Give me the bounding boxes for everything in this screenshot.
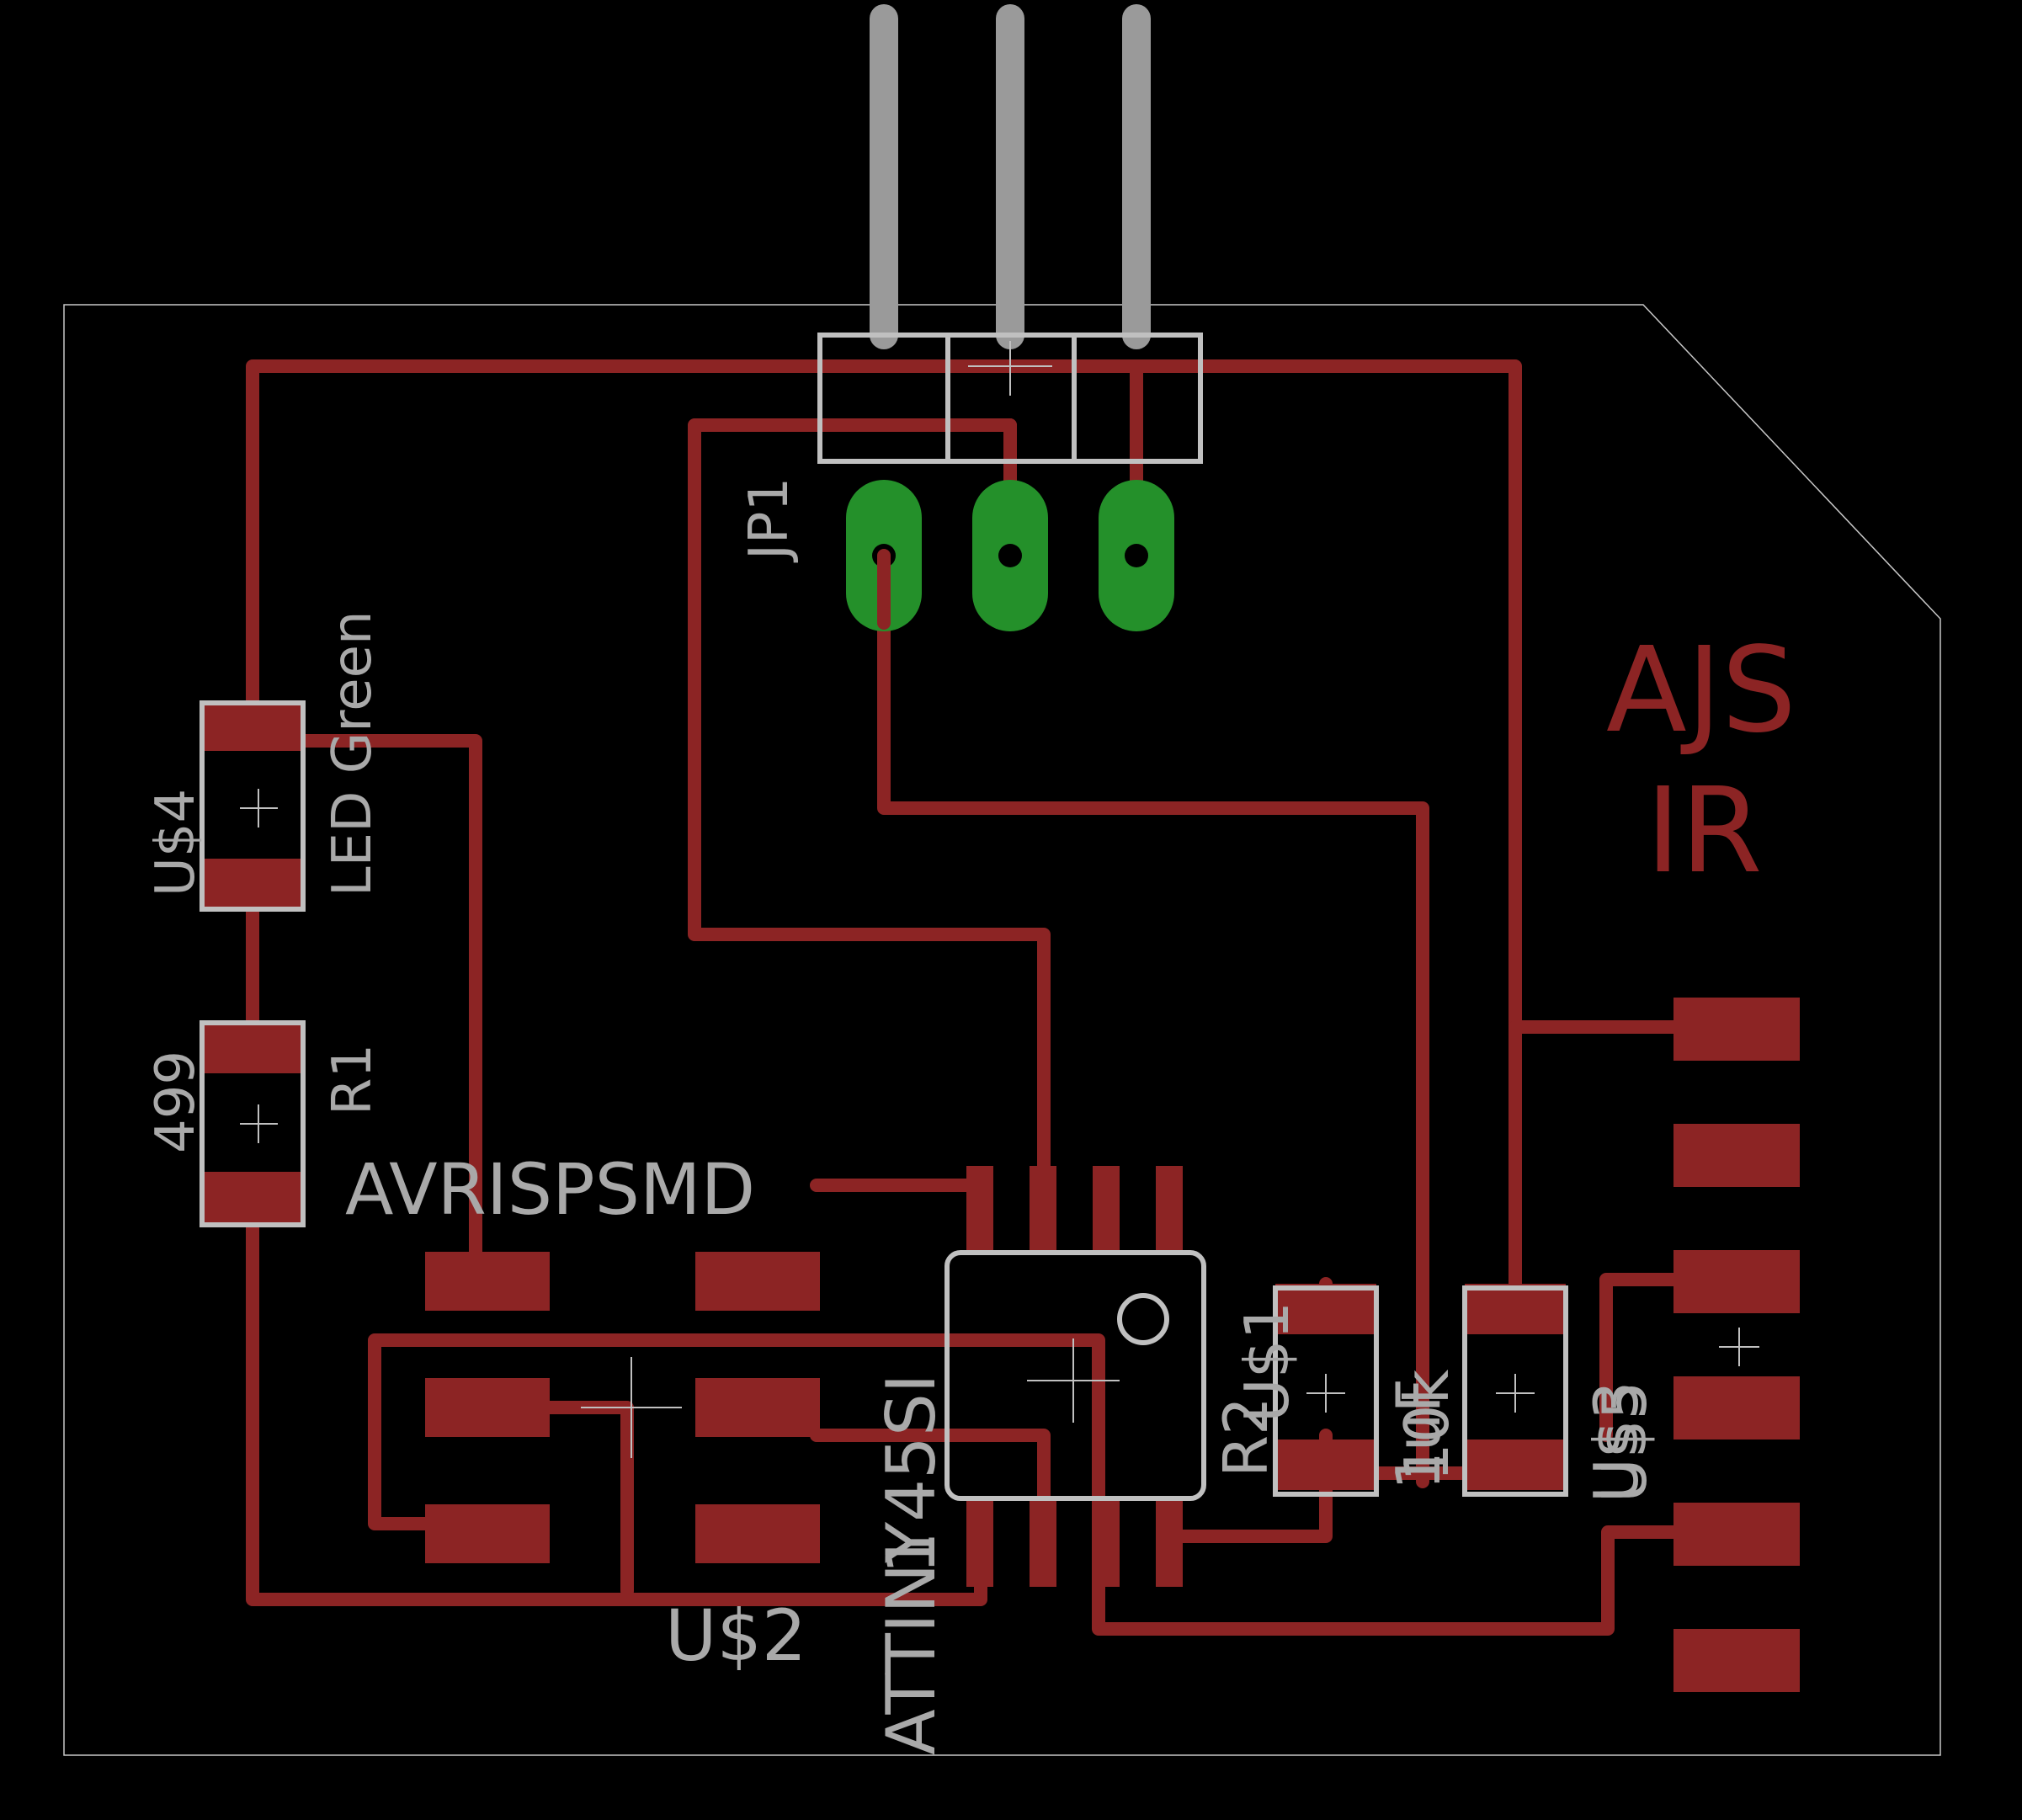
label-us4-ref: U$4 xyxy=(145,789,207,897)
label-us3-value: U$5 xyxy=(1589,1381,1660,1503)
r2-outline xyxy=(1273,1285,1379,1497)
trace-isp-mid xyxy=(540,1401,634,1598)
led-pad-1 xyxy=(202,700,303,751)
label-r2-ref: R2 xyxy=(1211,1397,1281,1477)
trace-header-left xyxy=(877,549,1429,1488)
conn-pad-4 xyxy=(1673,1376,1800,1440)
ic-pin-8 xyxy=(966,1166,993,1254)
trace-ic-inner xyxy=(810,1429,1051,1514)
jp1-body xyxy=(817,333,1203,464)
silkscreen xyxy=(200,333,1759,1501)
isp-pad-2 xyxy=(695,1252,820,1311)
ic-pin-1 xyxy=(966,1498,993,1587)
trace-avrisp-to-ic xyxy=(810,1168,987,1192)
attiny-pin1-marker xyxy=(1117,1293,1169,1345)
r2-pad-2 xyxy=(1275,1440,1376,1490)
label-cap-value: 1uF xyxy=(1383,1378,1454,1490)
label-us1-ref: U$1 xyxy=(1232,1301,1302,1423)
conn-pad-1 xyxy=(1673,998,1800,1061)
label-avrisp: AVRISPSMD xyxy=(345,1148,755,1231)
cap-outline xyxy=(1462,1285,1568,1497)
via-hole-2 xyxy=(998,544,1022,567)
label-us2: U$2 xyxy=(665,1594,806,1677)
trace-led-to-isp xyxy=(296,734,482,1286)
label-jp1: JP1 xyxy=(738,477,801,563)
conn-pad-3 xyxy=(1673,1250,1800,1313)
isp-pad-4 xyxy=(695,1378,820,1437)
isp-pad-1 xyxy=(425,1252,550,1311)
r1-pad-2 xyxy=(202,1172,303,1222)
led-pad-2 xyxy=(202,859,303,909)
label-r1-ref: R1 xyxy=(322,1044,384,1115)
isp-pad-6 xyxy=(695,1504,820,1563)
label-r2-value: 10k xyxy=(1391,1369,1462,1482)
trace-conn-lower xyxy=(1092,1500,1728,1636)
conn-pad-6 xyxy=(1673,1629,1800,1692)
via-hole-3 xyxy=(1125,544,1148,567)
cap-pad-2 xyxy=(1465,1440,1566,1490)
board-outline xyxy=(63,304,1941,1756)
ic-pin-7 xyxy=(1030,1166,1056,1254)
header-vias xyxy=(846,480,1174,631)
isp-pad-5 xyxy=(425,1504,550,1563)
silk-labels: JP1 U$4 LED Green 499 R1 AVRISPSMD U$2 1… xyxy=(145,477,1660,1755)
conn-pad-2 xyxy=(1673,1124,1800,1187)
ic-pin-3 xyxy=(1093,1498,1120,1587)
trace-top-loop xyxy=(246,359,1522,1295)
ic-pin-2 xyxy=(1030,1498,1056,1587)
board-title: AJS IR xyxy=(1606,622,1796,900)
trace-header-mid xyxy=(688,418,1051,1181)
conn-pad-5 xyxy=(1673,1503,1800,1566)
ic-pin-6 xyxy=(1093,1166,1120,1254)
r2-pad-1 xyxy=(1275,1284,1376,1334)
header-pins xyxy=(870,4,1151,349)
label-r1-value: 499 xyxy=(145,1051,207,1153)
isp-pad-3 xyxy=(425,1378,550,1437)
board-title-line2: IR xyxy=(1646,763,1763,900)
trace-isp-loop xyxy=(368,1333,1105,1530)
label-attiny-value: ATTINY45SI xyxy=(872,1374,950,1755)
label-attiny-ref: 1 xyxy=(872,1531,950,1574)
r1-outline xyxy=(200,1020,306,1227)
label-us4-value: LED Green xyxy=(322,610,384,897)
attiny-outline xyxy=(944,1250,1206,1501)
led-outline xyxy=(200,700,306,912)
cap-pad-1 xyxy=(1465,1284,1566,1334)
ic-pin-5 xyxy=(1156,1166,1183,1254)
ic-pin-4 xyxy=(1156,1498,1183,1587)
label-us3-ref: U$3 xyxy=(1581,1381,1652,1503)
copper-pads xyxy=(202,700,1800,1692)
board-title-line1: AJS xyxy=(1606,622,1796,759)
r1-pad-1 xyxy=(202,1023,303,1073)
